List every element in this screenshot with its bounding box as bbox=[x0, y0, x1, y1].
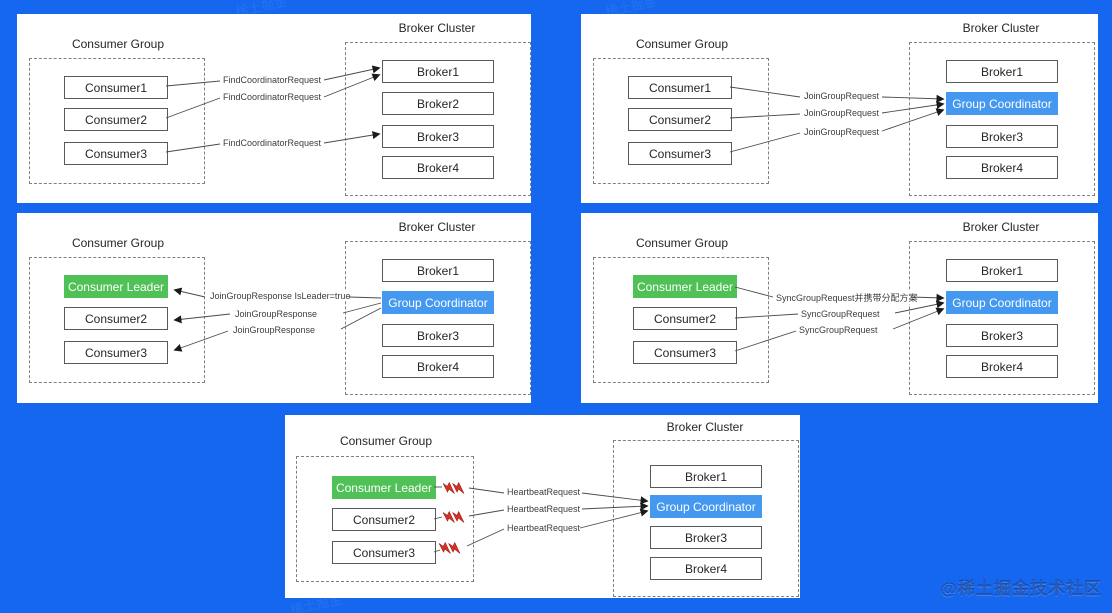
consumer-group-title: Consumer Group bbox=[71, 236, 165, 250]
consumer-group-title: Consumer Group bbox=[635, 37, 729, 51]
broker-cluster-title: Broker Cluster bbox=[962, 220, 1040, 234]
consumer-group-boundary bbox=[29, 58, 205, 184]
consumer-leader-node: Consumer Leader bbox=[633, 275, 737, 298]
request-label: SyncGroupRequest bbox=[798, 325, 879, 335]
consumer-group-boundary bbox=[593, 58, 769, 184]
broker-node: Broker4 bbox=[382, 156, 494, 179]
consumer-leader-node: Consumer Leader bbox=[332, 476, 436, 499]
broker-node: Broker3 bbox=[946, 324, 1058, 347]
response-label: JoinGroupResponse bbox=[234, 309, 319, 319]
lightning-icon bbox=[442, 481, 465, 494]
request-label: JoinGroupRequest bbox=[803, 127, 881, 137]
group-coordinator-node: Group Coordinator bbox=[382, 291, 494, 314]
consumer-node: Consumer3 bbox=[633, 341, 737, 364]
consumer-node: Consumer2 bbox=[64, 108, 168, 131]
consumer-node: Consumer2 bbox=[633, 307, 737, 330]
consumer-node: Consumer3 bbox=[64, 341, 168, 364]
broker-node: Broker1 bbox=[382, 60, 494, 83]
lightning-icon bbox=[438, 541, 461, 554]
broker-node: Broker3 bbox=[650, 526, 762, 549]
panel-step4-sync-group: Consumer Group Broker Cluster Consumer L… bbox=[581, 213, 1098, 403]
response-label: JoinGroupResponse bbox=[232, 325, 317, 335]
broker-node: Broker2 bbox=[382, 92, 494, 115]
group-coordinator-node: Group Coordinator bbox=[946, 291, 1058, 314]
consumer-group-title: Consumer Group bbox=[339, 434, 433, 448]
consumer-group-title: Consumer Group bbox=[71, 37, 165, 51]
broker-node: Broker4 bbox=[946, 156, 1058, 179]
broker-cluster-boundary bbox=[345, 42, 531, 196]
broker-node: Broker4 bbox=[382, 355, 494, 378]
consumer-node: Consumer1 bbox=[628, 76, 732, 99]
consumer-node: Consumer3 bbox=[64, 142, 168, 165]
broker-node: Broker4 bbox=[650, 557, 762, 580]
consumer-node: Consumer2 bbox=[64, 307, 168, 330]
consumer-node: Consumer2 bbox=[628, 108, 732, 131]
consumer-node: Consumer1 bbox=[64, 76, 168, 99]
panel-step5-heartbeat: Consumer Group Broker Cluster Consumer L… bbox=[285, 415, 800, 598]
request-label: SyncGroupRequest并携带分配方案 bbox=[775, 291, 919, 304]
request-label: FindCoordinatorRequest bbox=[222, 75, 323, 85]
broker-node: Broker1 bbox=[382, 259, 494, 282]
request-label: HeartbeatRequest bbox=[506, 523, 582, 533]
broker-cluster-title: Broker Cluster bbox=[666, 420, 744, 434]
panel-step2-join-group: Consumer Group Broker Cluster Consumer1 … bbox=[581, 14, 1098, 203]
broker-node: Broker1 bbox=[946, 259, 1058, 282]
consumer-group-boundary bbox=[593, 257, 769, 383]
site-watermark: @稀土掘金技术社区 bbox=[940, 579, 1102, 598]
panel-step1-find-coordinator: Consumer Group Broker Cluster Consumer1 … bbox=[17, 14, 531, 203]
response-label: JoinGroupResponse IsLeader=true bbox=[209, 291, 352, 301]
request-label: HeartbeatRequest bbox=[506, 504, 582, 514]
group-coordinator-node: Group Coordinator bbox=[946, 92, 1058, 115]
broker-cluster-title: Broker Cluster bbox=[398, 220, 476, 234]
broker-node: Broker1 bbox=[946, 60, 1058, 83]
group-coordinator-node: Group Coordinator bbox=[650, 495, 762, 518]
consumer-group-title: Consumer Group bbox=[635, 236, 729, 250]
consumer-leader-node: Consumer Leader bbox=[64, 275, 168, 298]
broker-node: Broker3 bbox=[946, 125, 1058, 148]
request-label: JoinGroupRequest bbox=[803, 108, 881, 118]
broker-node: Broker4 bbox=[946, 355, 1058, 378]
broker-node: Broker3 bbox=[382, 125, 494, 148]
panel-step3-join-group-response: Consumer Group Broker Cluster Consumer L… bbox=[17, 213, 531, 403]
consumer-node: Consumer3 bbox=[628, 142, 732, 165]
broker-cluster-title: Broker Cluster bbox=[398, 21, 476, 35]
consumer-node: Consumer2 bbox=[332, 508, 436, 531]
broker-node: Broker3 bbox=[382, 324, 494, 347]
broker-cluster-title: Broker Cluster bbox=[962, 21, 1040, 35]
request-label: SyncGroupRequest bbox=[800, 309, 881, 319]
request-label: FindCoordinatorRequest bbox=[222, 92, 323, 102]
lightning-icon bbox=[442, 510, 465, 523]
consumer-node: Consumer3 bbox=[332, 541, 436, 564]
broker-node: Broker1 bbox=[650, 465, 762, 488]
request-label: JoinGroupRequest bbox=[803, 91, 881, 101]
request-label: FindCoordinatorRequest bbox=[222, 138, 323, 148]
request-label: HeartbeatRequest bbox=[506, 487, 582, 497]
consumer-group-boundary bbox=[296, 456, 474, 582]
